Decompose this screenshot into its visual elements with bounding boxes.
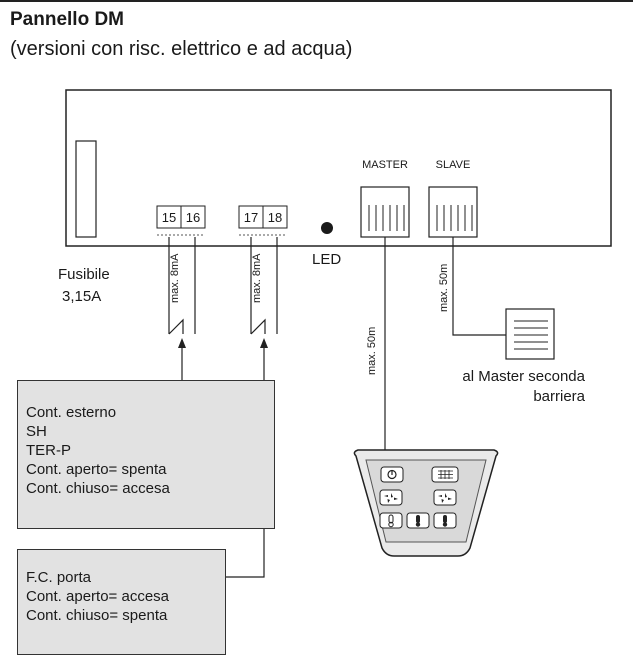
slave-label: SLAVE	[436, 159, 471, 171]
terminal-16-label: 16	[186, 210, 200, 225]
arrow-to-contact-box	[178, 338, 186, 380]
wire-b-label: max. 8mA	[251, 253, 263, 303]
terminal-block-15-16: 15 16	[156, 205, 206, 236]
fan-1-icon	[379, 489, 403, 506]
power-icon	[380, 466, 404, 483]
led-label: LED	[312, 251, 341, 268]
door-box-line: Cont. aperto= accesa	[26, 588, 170, 605]
contact-box-line: Cont. esterno	[26, 404, 117, 421]
fuse-holder	[75, 140, 97, 238]
second-barrier-connector	[505, 308, 555, 360]
control-panel	[65, 89, 612, 247]
terminal-block-17-18: 17 18	[238, 205, 288, 236]
top-rule	[0, 0, 633, 2]
slave-cable-label: max. 50m	[438, 264, 450, 312]
contact-box-line: Cont. chiuso= accesa	[26, 480, 170, 497]
second-barrier-label-1: al Master seconda	[462, 368, 585, 385]
slave-connector	[428, 186, 478, 238]
contact-box-line: SH	[26, 423, 47, 440]
contact-wire-a	[168, 237, 196, 335]
external-contact-box: Cont. esterno SH TER-P Cont. aperto= spe…	[17, 380, 275, 529]
door-box-line: Cont. chiuso= spenta	[26, 607, 168, 624]
heater-grid-icon	[431, 466, 459, 483]
contact-box-line: Cont. aperto= spenta	[26, 461, 167, 478]
master-label: MASTER	[362, 159, 408, 171]
contact-box-line: TER-P	[26, 442, 71, 459]
second-barrier-label-2: barriera	[533, 388, 585, 405]
wire-a-label: max. 8mA	[169, 253, 181, 303]
contact-wire-b	[250, 237, 278, 335]
slave-cable	[452, 237, 506, 336]
fuse-label-2: 3,15A	[62, 288, 101, 305]
master-cable-label: max. 50m	[366, 327, 378, 375]
led-indicator	[321, 222, 333, 234]
terminal-15-label: 15	[162, 210, 176, 225]
temp-0-icon	[379, 512, 403, 529]
remote-control	[353, 449, 499, 557]
temp-1-icon	[406, 512, 430, 529]
terminal-18-label: 18	[268, 210, 282, 225]
page-subtitle: (versioni con risc. elettrico e ad acqua…	[10, 38, 353, 60]
master-connector	[360, 186, 410, 238]
page-title: Pannello DM	[10, 9, 125, 30]
door-switch-box: F.C. porta Cont. aperto= accesa Cont. ch…	[17, 549, 226, 655]
terminal-17-label: 17	[244, 210, 258, 225]
fuse-label-1: Fusibile	[58, 266, 110, 283]
fan-2-icon	[433, 489, 457, 506]
temp-2-icon	[433, 512, 457, 529]
door-box-line: F.C. porta	[26, 569, 92, 586]
